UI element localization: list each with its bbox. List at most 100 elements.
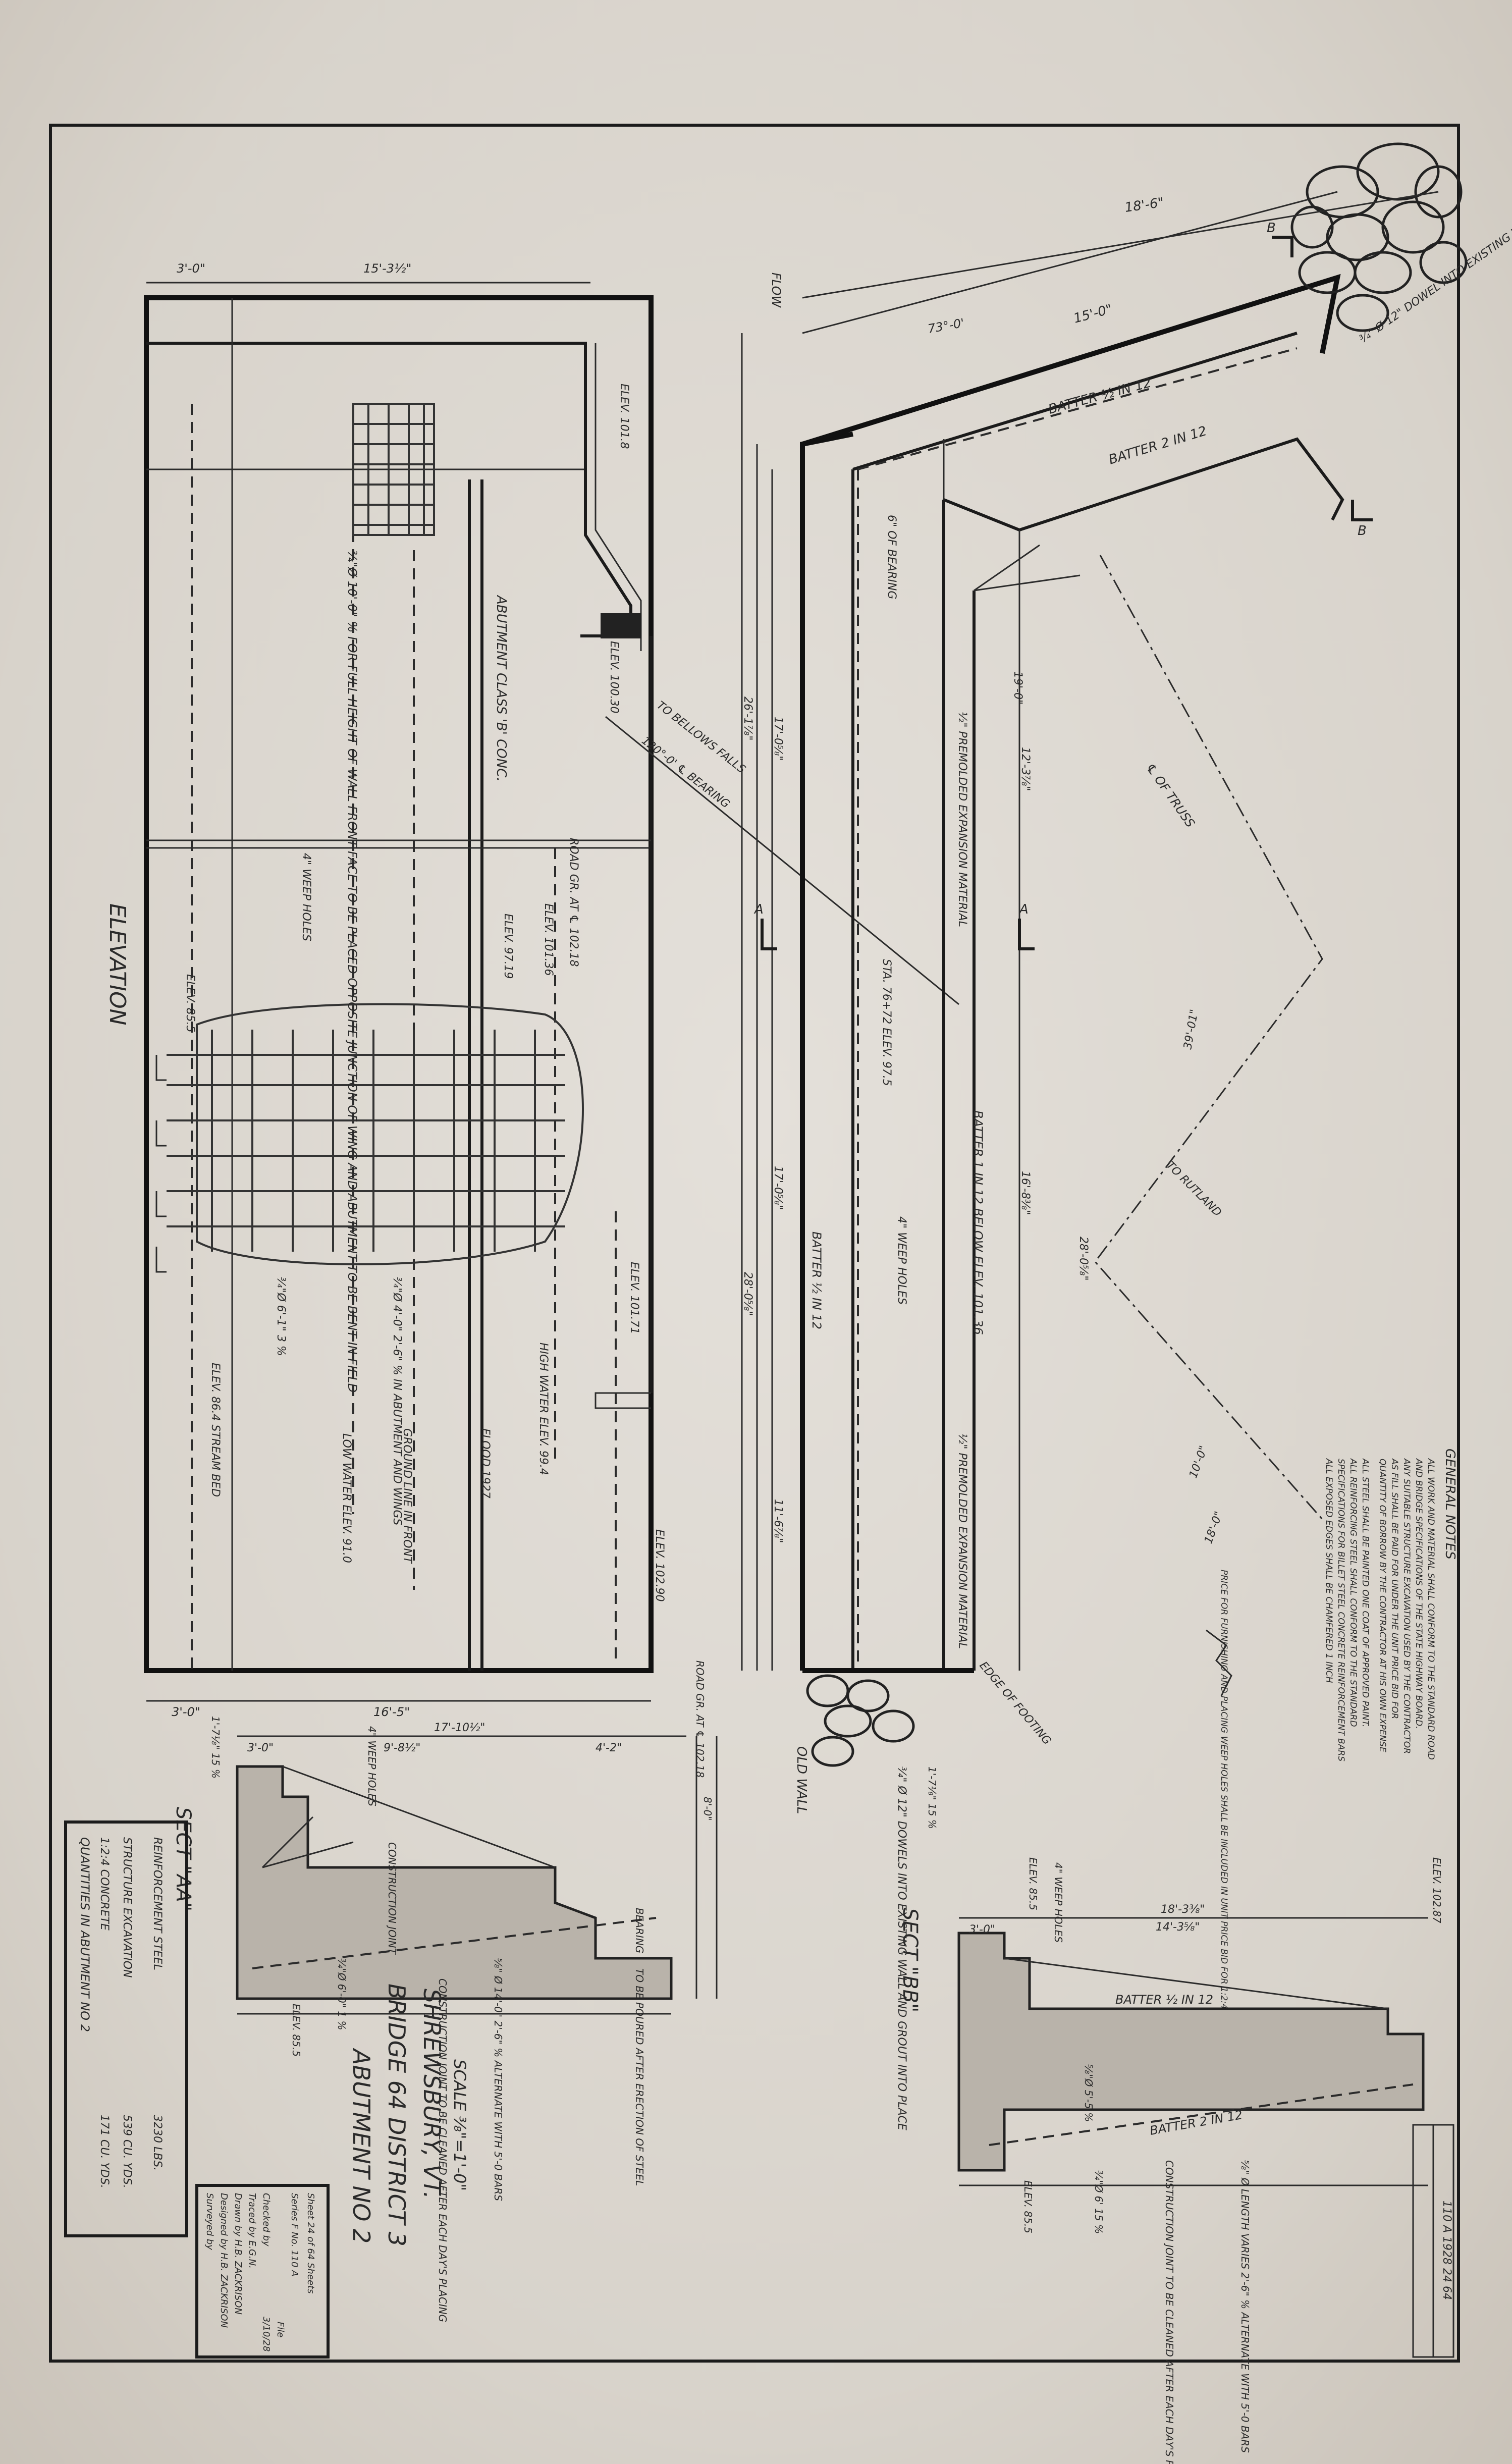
quantities-heading: QUANTITIES IN ABUTMENT NO 2 [78,1837,92,2032]
note-line-7: ALL REINFORCING STEEL SHALL CONFORM TO T… [1348,1458,1358,1727]
quantity-value-concrete: 171 CU. YDS. [98,2115,111,2188]
aa-dim-3-0: 3'-0" [247,1742,274,1754]
quantity-item-excavation: STRUCTURE EXCAVATION [121,1837,133,1977]
bb-bar-label: ¾"Ø 6' 15 % [1093,2170,1105,2234]
sheet-info-box: Surveyed by Designed by H.B. ZACKRISON D… [195,2184,330,2359]
sect-aa-title: SECT "AA" [172,1807,195,1911]
batter-one-below-label: BATTER 1 IN 12 BELOW ELEV. 101.36 [971,1110,985,1335]
aa-dim-9-8: 9'-8½" [384,1742,420,1754]
stamp-code: 110 A 1928 24 64 [1440,2201,1453,2300]
sheet-file: File [275,2322,286,2337]
dowel-note-bottom: ¾" Ø 12" DOWELS INTO EXISTING WALL AND G… [895,1766,908,2130]
bb-dim-3-0: 3'-0" [969,1923,995,1936]
bb-alternate-bars: ⅝" Ø LENGTH VARIES 2'-6" % ALTERNATE WIT… [1239,2160,1251,2453]
aa-road-grade: ROAD GR. AT ℄ 102.18 [694,1660,706,1778]
record-stamp: 110 A 1928 24 64 [1412,2124,1454,2358]
bars-field-label: ¾"Ø 6'-1" 3 % [275,1277,287,1356]
sheet-series: Series F No. 110 A [289,2193,300,2276]
bb-weep-holes: 4" WEEP HOLES [1052,1862,1064,1943]
bb-elev-102-87: ELEV. 102.87 [1431,1857,1443,1923]
stream-bed-label: ELEV. 86.4 STREAM BED [209,1363,222,1497]
batter-half-vertical-label: BATTER ½ IN 12 [809,1231,824,1329]
elev-101-71-label: ELEV. 101.71 [628,1262,640,1334]
aa-dim-1-7: 1'-7⅛" 15 % [209,1716,222,1779]
quantities-box: QUANTITIES IN ABUTMENT NO 2 1:2:4 CONCRE… [64,1820,188,2237]
dim-16-5-bottom: 16'-5" [373,1705,410,1719]
quantity-value-steel: 3230 LBS. [151,2115,164,2171]
dim-11-6: 11'-6⅞" [772,1499,784,1543]
note-line-5: QUANTITY OF BORROW BY THE CONTRACTOR AT … [1377,1459,1387,1752]
aa-premolded-after: TO BE POURED AFTER ERECTION OF STEEL [633,1968,645,2186]
dim-26-1: 26'-1⅞" [741,697,754,740]
flow-label: FLOW [769,273,783,308]
dim-15-3-top: 15'-3½" [363,261,411,276]
note-line-3: ANY SUITABLE STRUCTURE EXCAVATION USED B… [1401,1458,1412,1754]
section-a-right: A [1018,902,1029,917]
abutment-class-label: ABUTMENT CLASS 'B' CONC. [494,595,509,782]
road-grade-label: ROAD GR. AT ℄ 102.18 [567,838,580,967]
aa-weep-holes: 4" WEEP HOLES [366,1726,378,1806]
elev-97-19-label: ELEV. 97.19 [502,914,514,979]
note-line-2: AND BRIDGE SPECIFICATIONS OF THE STATE H… [1414,1458,1424,1729]
title-block: ABUTMENT NO 2 BRIDGE 64 DISTRICT 3 SHREW… [348,1984,469,2246]
sheet-border [49,124,1460,2363]
dowels-bent-note: ¾"Ø 10'-0" % FOR FULL HEIGHT OF WALL FRO… [345,550,359,1392]
dim-17-0-lower: 17'-0⅝" [772,1166,784,1210]
quantity-item-concrete: 1:2:4 CONCRETE [98,1837,111,1931]
bb-elev-85-5: ELEV. 85.5 [1022,2180,1034,2233]
premolded-lower-label: ½" PREMOLDED EXPANSION MATERIAL [956,1433,968,1649]
bearing-label: 6" OF BEARING [885,515,898,599]
bb-dim-14-3: 14'-3⅝" [1156,1921,1200,1934]
bb-dim-1-7: 1'-7⅛" 15 % [926,1766,938,1829]
premolded-upper-label: ½" PREMOLDED EXPANSION MATERIAL [956,712,968,927]
note-line-4: AS FILL SHALL BE PAID FOR UNDER THE UNIT… [1389,1458,1399,1719]
title-line-3: SHREWSBURY, VT. [418,1989,446,2199]
section-a-left: A [753,902,764,917]
aa-construction-joint: CONSTRUCTION JOINT [386,1842,398,1955]
aa-construction-joint-2: CONSTRUCTION JOINT TO BE CLEANED AFTER E… [437,1978,449,2322]
flood-label: FLOOD 1927 [479,1428,492,1498]
elev-85-5-label: ELEV. 85.5 [184,974,196,1033]
title-line-1: ABUTMENT NO 2 [348,2048,375,2243]
surveyed-by: Surveyed by [204,2193,215,2250]
aa-alternate-bars: ⅝" Ø 14'-0" 2'-6" % ALTERNATE WITH 5'-0 … [492,1958,504,2201]
dim-17-0: 17'-0⅝" [772,717,784,761]
checked-by: Checked by [261,2193,272,2246]
drawn-by: Drawn by H.B. ZACKRISON [233,2193,243,2315]
bb-construction-joint: CONSTRUCTION JOINT TO BE CLEANED AFTER E… [1163,2160,1175,2464]
dim-3-0-bottom: 3'-0" [172,1705,200,1719]
high-water-label: HIGH WATER ELEV. 99.4 [537,1343,550,1475]
dim-3-0-top: 3'-0" [177,261,205,276]
elev-102-90-label: ELEV. 102.90 [653,1529,666,1602]
aa-bearing: BEARING [633,1908,645,1953]
traced-by: Traced by E.G.N. [247,2193,257,2269]
weep-note: PRICE FOR FURNISHING AND PLACING WEEP HO… [1219,1570,1229,2059]
old-wall-label: OLD WALL [794,1746,809,1814]
bars-wing-label: ¾"Ø 4'-0" 2'-6" % IN ABUTMENT AND WINGS [391,1277,403,1525]
quantity-item-steel: REINFORCEMENT STEEL [151,1837,164,1970]
section-b-top: B [1267,221,1276,236]
elevation-view: ELEVATION ABUTMENT CLASS 'B' CONC. ¾"Ø 1… [104,261,959,1719]
bb-elev-85-5-top: ELEV. 85.5 [1027,1857,1039,1910]
station-label: STA. 76+72 ELEV. 97.5 [880,959,893,1086]
section-b-bottom: B [1358,523,1367,539]
title-line-2: BRIDGE 64 DISTRICT 3 [383,1984,410,2246]
sheet-number: Sheet 24 of 64 Sheets [305,2193,316,2294]
low-water-label: LOW WATER ELEV. 91.0 [340,1433,353,1563]
weep-holes-plan-label: 4" WEEP HOLES [895,1216,908,1305]
ground-line-label: GROUND LINE IN FRONT [401,1428,413,1564]
elev-100-30-label: ELEV. 100.30 [608,641,620,714]
general-notes: GENERAL NOTES ALL WORK AND MATERIAL SHAL… [1206,1449,1457,2059]
weep-holes-label-elev: 4" WEEP HOLES [300,853,312,941]
section-aa: SECT "AA" 4" WEEP HOLES CONSTRUCTION JOI… [172,1660,718,2322]
dim-28-0: 28'-0⅝" [741,1272,754,1316]
quantity-value-excavation: 539 CU. YDS. [121,2115,133,2188]
note-line-6: ALL STEEL SHALL BE PAINTED ONE COAT OF A… [1360,1458,1370,1727]
dim-12-3: 12'-3⅞" [1019,747,1032,791]
note-line-1: ALL WORK AND MATERIAL SHALL CONFORM TO T… [1426,1458,1436,1760]
designed-by: Designed by H.B. ZACKRISON [219,2193,229,2328]
sheet-date: 3/10/28 [261,2317,272,2351]
dim-16-8: 16'-8⅜" [1019,1171,1032,1215]
aa-dim-17-10: 17'-10½" [434,1722,485,1734]
